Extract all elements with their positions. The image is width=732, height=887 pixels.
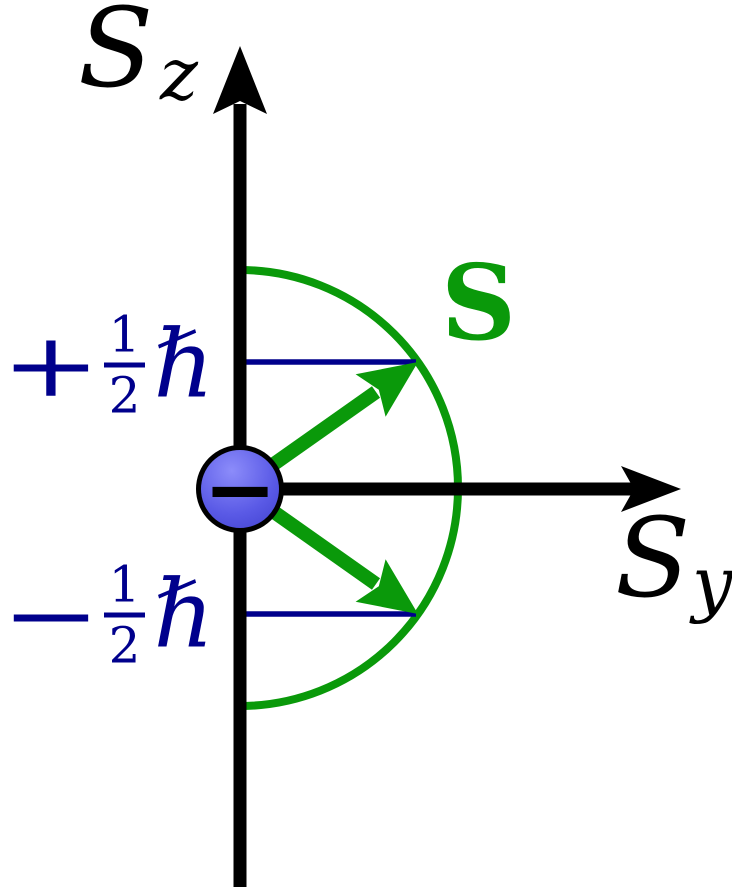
fraction-denominator: 2	[108, 366, 141, 425]
tick-label-plus-half-hbar: + 1 2 ℏ	[0, 310, 214, 421]
minus-sign: −	[1, 563, 101, 666]
y-axis-label: S	[615, 494, 690, 622]
fraction-one-half: 1 2	[103, 560, 146, 675]
electron-minus-sign: −	[203, 438, 277, 541]
hbar-symbol: ℏ	[153, 560, 214, 669]
y-axis-arrowhead-icon	[621, 466, 681, 512]
tick-label-minus-half-hbar: − 1 2 ℏ	[0, 560, 214, 671]
spin-up-vector-arrowhead-icon	[355, 362, 418, 417]
z-axis-label-subscript: z	[159, 32, 199, 116]
z-axis-label: S	[78, 0, 153, 112]
y-axis-label-subscript: y	[689, 541, 732, 625]
spin-down-vector-arrowhead-icon	[355, 559, 418, 614]
spin-vector-label: S	[441, 241, 516, 364]
fraction-numerator: 1	[103, 310, 146, 368]
fraction-one-half: 1 2	[103, 310, 146, 425]
plus-sign: +	[1, 313, 101, 416]
z-axis-arrowhead-icon	[213, 46, 267, 114]
hbar-symbol: ℏ	[153, 310, 214, 419]
fraction-denominator: 2	[108, 616, 141, 675]
electron-circle	[196, 445, 284, 533]
fraction-numerator: 1	[103, 560, 146, 618]
